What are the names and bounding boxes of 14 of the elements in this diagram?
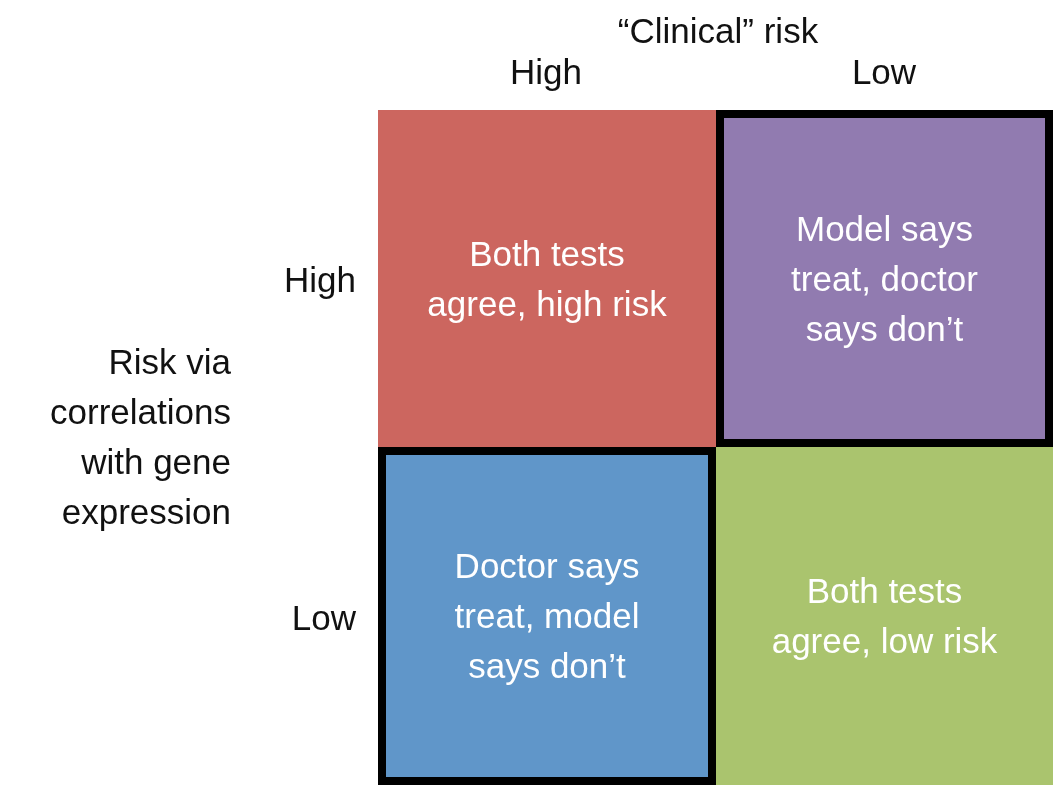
quadrant-box xyxy=(716,110,1053,447)
axis-label: Low xyxy=(851,51,917,93)
axis-title: Risk via correlations with gene expression xyxy=(49,341,231,533)
quadrant-text: Model says treat, doctor says don’t xyxy=(790,207,979,350)
axis-label: Low xyxy=(291,597,356,639)
quadrant-text: Both tests agree, high risk xyxy=(427,232,667,325)
quadrant-text: Doctor says treat, model says don’t xyxy=(453,545,641,687)
axis-label: High xyxy=(284,259,356,301)
quadrant-text: Both tests agree, low risk xyxy=(770,570,999,662)
quadrant-box xyxy=(378,110,716,447)
axis-label: High xyxy=(510,51,582,93)
quadrant-box xyxy=(378,447,716,785)
axis-title: “Clinical” risk xyxy=(617,10,819,52)
quadrant-box xyxy=(716,447,1053,785)
